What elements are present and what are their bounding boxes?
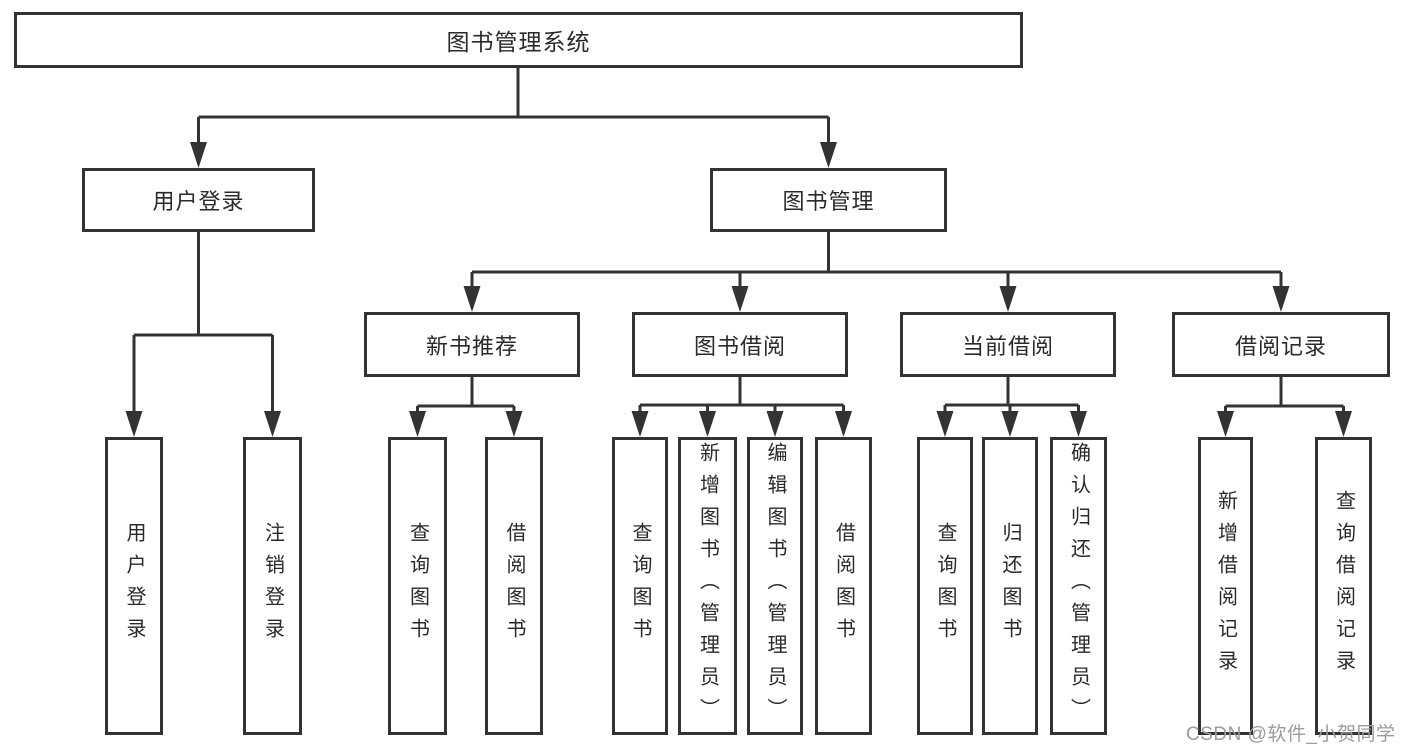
node-leaf-user-login: 用户登录 <box>105 437 163 735</box>
node-leaf-borrow-edit-books-admin: 编辑图书（管理员） <box>747 437 803 735</box>
node-label: 新书推荐 <box>425 333 518 359</box>
node-label: 新增借阅记录 <box>1214 490 1237 682</box>
node-label: 用户登录 <box>152 189 245 214</box>
node-leaf-current-query-books: 查询图书 <box>917 437 973 735</box>
watermark-text: CSDN @软件_小贺同学 <box>1186 724 1396 745</box>
node-book-borrowing: 图书借阅 <box>632 312 848 377</box>
node-label: 图书管理系统 <box>446 29 591 55</box>
node-label: 查询借阅记录 <box>1332 490 1355 682</box>
node-leaf-records-add-borrow-record: 新增借阅记录 <box>1198 437 1253 735</box>
node-label: 查询图书 <box>629 522 651 650</box>
node-leaf-recommend-query-books: 查询图书 <box>388 437 447 735</box>
node-current-borrowing: 当前借阅 <box>900 312 1116 377</box>
node-user-login: 用户登录 <box>82 168 315 232</box>
node-label: 归还图书 <box>999 522 1021 650</box>
node-label: 图书管理 <box>782 189 875 214</box>
node-leaf-borrow-query-books: 查询图书 <box>612 437 668 735</box>
node-label: 借阅记录 <box>1234 333 1327 359</box>
node-leaf-records-query-borrow-record: 查询借阅记录 <box>1315 437 1372 735</box>
node-borrowing-records: 借阅记录 <box>1172 312 1390 377</box>
node-label: 注销登录 <box>261 522 284 650</box>
node-label: 借阅图书 <box>503 522 525 650</box>
node-leaf-current-confirm-return-admin: 确认归还（管理员） <box>1050 437 1107 735</box>
node-label: 查询图书 <box>406 522 429 650</box>
node-label: 借阅图书 <box>832 522 855 650</box>
node-label: 用户登录 <box>123 522 145 650</box>
node-label: 新增图书（管理员） <box>696 442 719 730</box>
node-leaf-borrow-add-books-admin: 新增图书（管理员） <box>678 437 737 735</box>
node-label: 确认归还（管理员） <box>1067 442 1090 730</box>
node-new-book-recommendation: 新书推荐 <box>364 312 580 377</box>
node-book-management: 图书管理 <box>710 168 947 232</box>
connector-arrowheads <box>125 142 1352 437</box>
node-library-management-system: 图书管理系统 <box>14 12 1023 68</box>
node-label: 编辑图书（管理员） <box>764 442 786 730</box>
node-leaf-borrow-borrow-books: 借阅图书 <box>815 437 872 735</box>
node-leaf-current-return-books: 归还图书 <box>982 437 1038 735</box>
node-leaf-recommend-borrow-books: 借阅图书 <box>485 437 543 735</box>
node-leaf-logout: 注销登录 <box>243 437 302 735</box>
node-label: 当前借阅 <box>961 333 1054 359</box>
node-label: 查询图书 <box>934 522 956 650</box>
node-label: 图书借阅 <box>693 333 786 359</box>
